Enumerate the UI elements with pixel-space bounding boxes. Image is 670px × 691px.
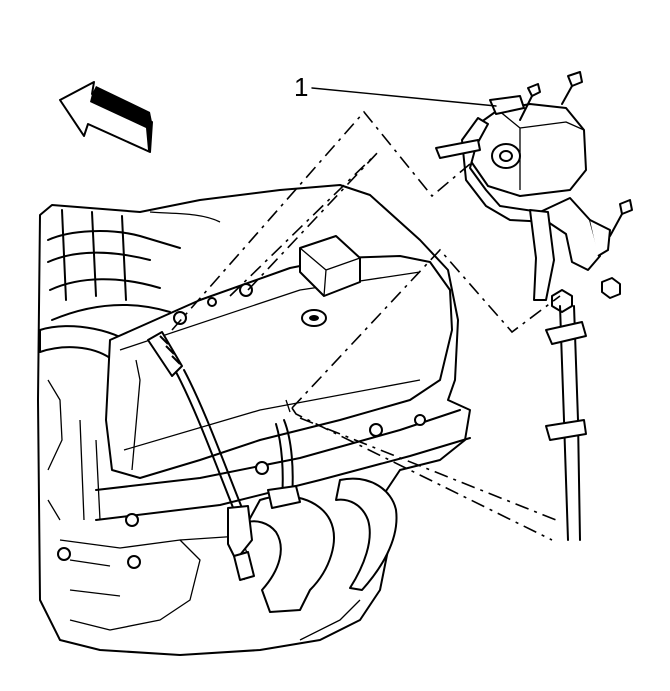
callout-leader-line [311, 87, 497, 107]
exploded-view-outline [171, 110, 561, 541]
dipstick-tube [267, 305, 587, 541]
sensor-harness [147, 331, 255, 581]
engine-block [37, 184, 471, 656]
callout-number: 1 [294, 72, 309, 102]
front-arrow-icon [59, 81, 153, 153]
pump-assembly [435, 71, 633, 313]
